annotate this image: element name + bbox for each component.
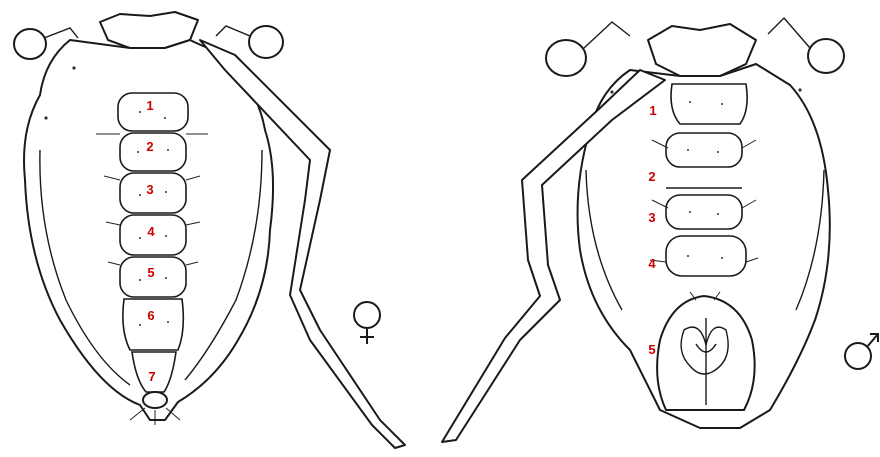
female-symbol-glyph	[354, 302, 380, 344]
male-label-1: 1	[649, 103, 656, 118]
male-symbol-glyph	[845, 334, 878, 369]
male-head	[648, 24, 756, 76]
male-label-3: 3	[648, 210, 655, 225]
male-label-2: 2	[648, 169, 655, 184]
female-label-4: 4	[147, 224, 155, 239]
female-label-7: 7	[148, 369, 155, 384]
male-specimen: 1 2 3 4 5	[442, 18, 878, 442]
male-label-4: 4	[648, 256, 656, 271]
male-label-5: 5	[648, 342, 655, 357]
female-label-2: 2	[146, 139, 153, 154]
female-label-3: 3	[146, 182, 153, 197]
female-label-1: 1	[146, 98, 153, 113]
male-left-eye	[546, 22, 630, 76]
female-specimen: 1 2 3 4 5 6 7	[14, 12, 405, 448]
female-label-6: 6	[147, 308, 154, 323]
female-label-5: 5	[147, 265, 154, 280]
male-right-eye	[768, 18, 844, 73]
